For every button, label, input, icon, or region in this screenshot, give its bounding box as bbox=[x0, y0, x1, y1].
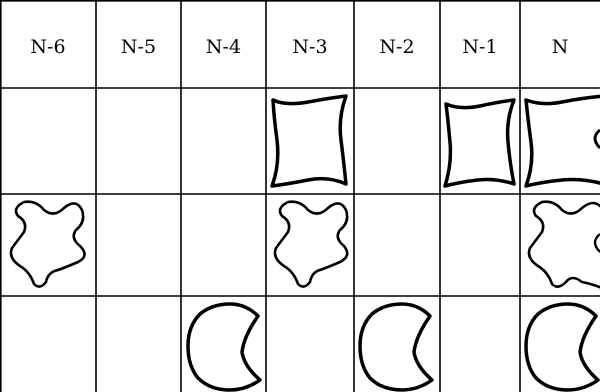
column-header-label: N-1 bbox=[462, 36, 498, 58]
column-header-n-6: N-6 bbox=[0, 0, 96, 88]
pacman-shape-n-2 bbox=[358, 302, 434, 392]
column-header-label: N-3 bbox=[292, 36, 328, 58]
column-header-n-4: N-4 bbox=[181, 0, 266, 88]
column-header-label: N bbox=[551, 36, 569, 58]
square-star-shape-n-3 bbox=[270, 94, 348, 188]
pacman-shape-n bbox=[524, 302, 600, 392]
column-header-n-2: N-2 bbox=[354, 0, 440, 88]
column-header-label: N-2 bbox=[379, 36, 415, 58]
star-shape-n bbox=[527, 200, 600, 289]
column-header-n-5: N-5 bbox=[96, 0, 181, 88]
column-header-n-3: N-3 bbox=[266, 0, 354, 88]
column-header-label: N-6 bbox=[30, 36, 66, 58]
column-header-n: N bbox=[520, 0, 600, 88]
square-star-shape-n bbox=[524, 94, 600, 188]
column-header-n-1: N-1 bbox=[440, 0, 520, 88]
square-star-shape-n-1 bbox=[443, 98, 516, 188]
star-shape-n-6 bbox=[9, 200, 86, 288]
column-header-label: N-5 bbox=[120, 36, 157, 58]
star-shape-n-3 bbox=[273, 200, 349, 288]
column-header-label: N-4 bbox=[205, 36, 242, 58]
pacman-shape-n-4 bbox=[186, 302, 262, 392]
